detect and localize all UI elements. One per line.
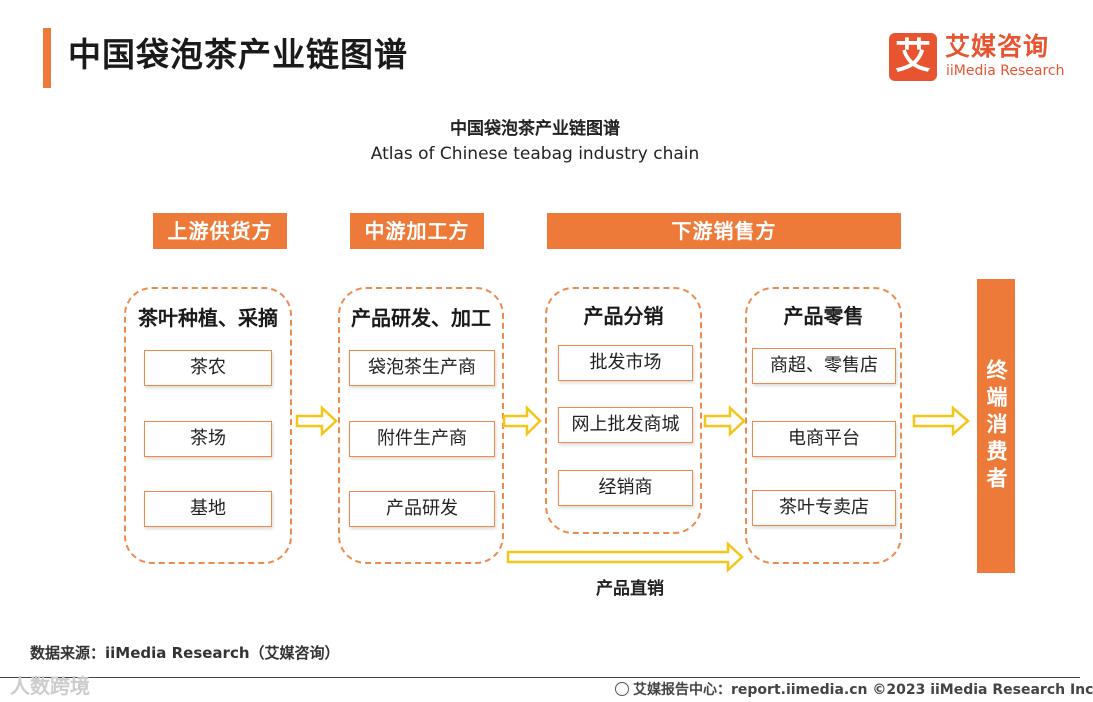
direct-sales-label: 产品直销 [596, 579, 664, 599]
node-ecommerce: 电商平台 [752, 421, 896, 457]
footer-divider [0, 677, 1080, 678]
group-title-processing: 产品研发、加工 [351, 306, 491, 330]
arrow-upstream-to-midstream-icon [295, 405, 338, 437]
node-tea-store: 茶叶专卖店 [752, 490, 896, 526]
watermark: 人数跨境 [10, 674, 90, 698]
diagram-subtitle: Atlas of Chinese teabag industry chain [370, 144, 700, 164]
node-base: 基地 [144, 491, 272, 527]
node-product-rd: 产品研发 [349, 491, 495, 527]
group-planting [124, 287, 292, 564]
arrow-retail-to-consumer-icon [912, 405, 970, 437]
group-retail [745, 287, 902, 564]
footer: 艾媒报告中心：report.iimedia.cn ©2023 iiMedia R… [615, 679, 1093, 699]
arrow-midstream-to-distribution-icon [502, 404, 542, 438]
arrow-distribution-to-retail-icon [703, 405, 746, 437]
brand-logo-icon: 艾 [889, 33, 937, 81]
node-online-wholesale: 网上批发商城 [558, 407, 693, 443]
node-accessory-producer: 附件生产商 [349, 421, 495, 457]
node-wholesale-market: 批发市场 [558, 345, 693, 381]
node-supermarket: 商超、零售店 [752, 348, 896, 384]
stage-upstream: 上游供货方 [153, 213, 287, 249]
title-accent-bar [43, 28, 51, 88]
arrow-direct-sales-icon [506, 541, 744, 573]
group-title-planting: 茶叶种植、采摘 [138, 306, 278, 330]
brand-name-cn: 艾媒咨询 [945, 32, 1050, 61]
group-title-retail: 产品零售 [783, 304, 864, 328]
page-title: 中国袋泡茶产业链图谱 [68, 35, 408, 74]
data-source: 数据来源：iiMedia Research（艾媒咨询） [30, 644, 340, 662]
node-dealer: 经销商 [558, 470, 693, 506]
node-teabag-producer: 袋泡茶生产商 [349, 350, 495, 386]
node-end-consumer: 终端消费者 [977, 279, 1015, 573]
diagram-title: 中国袋泡茶产业链图谱 [450, 119, 620, 139]
group-title-distribution: 产品分销 [583, 304, 664, 328]
brand-name-en: iiMedia Research [946, 63, 1065, 79]
node-tea-farmer: 茶农 [144, 350, 272, 386]
stage-downstream: 下游销售方 [547, 213, 901, 249]
group-distribution [545, 287, 702, 534]
globe-icon [615, 682, 629, 696]
footer-text: 艾媒报告中心：report.iimedia.cn ©2023 iiMedia R… [633, 682, 1093, 698]
stage-midstream: 中游加工方 [350, 213, 484, 249]
node-tea-plantation: 茶场 [144, 421, 272, 457]
